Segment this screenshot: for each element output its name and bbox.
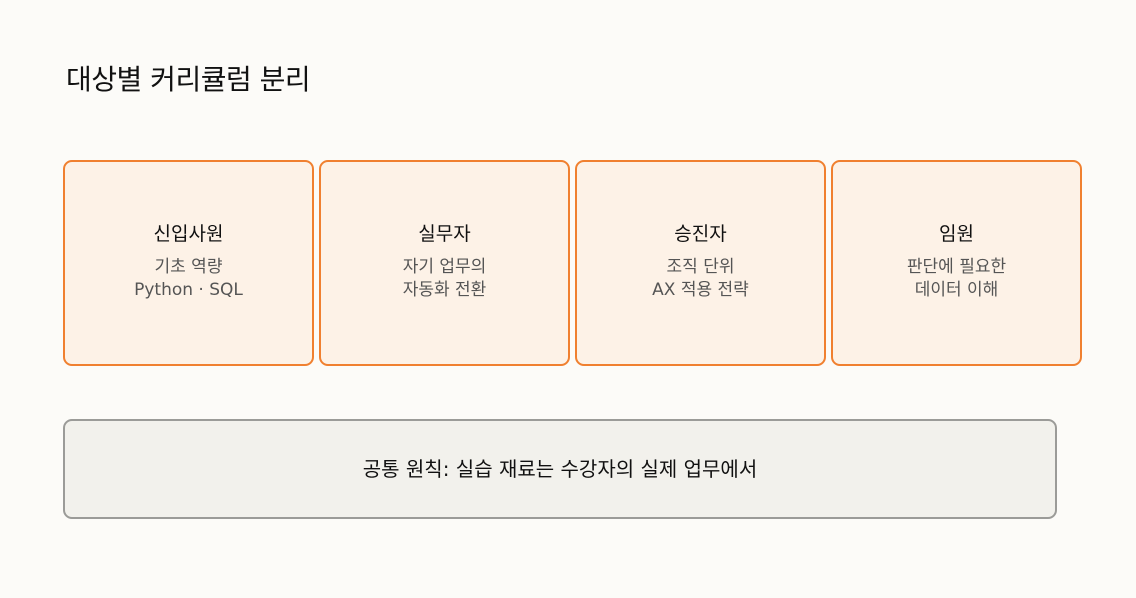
- common-principle-text: 공통 원칙: 실습 재료는 수강자의 실제 업무에서: [362, 457, 758, 481]
- card-new-employee: 신입사원 기초 역량 Python · SQL: [63, 160, 314, 366]
- card-description-line: 데이터 이해: [914, 280, 999, 300]
- card-description-line: AX 적용 전략: [652, 280, 749, 300]
- card-description: 기초 역량 Python · SQL: [134, 256, 243, 302]
- card-description: 조직 단위 AX 적용 전략: [652, 256, 749, 302]
- card-description-line: 기초 역량: [154, 257, 223, 277]
- card-description-line: 판단에 필요한: [906, 257, 1007, 277]
- card-title: 임원: [939, 223, 974, 245]
- card-title: 실무자: [418, 223, 471, 245]
- card-executive: 임원 판단에 필요한 데이터 이해: [831, 160, 1082, 366]
- card-description-line: Python · SQL: [134, 280, 243, 300]
- card-title: 승진자: [674, 223, 727, 245]
- page-title: 대상별 커리큘럼 분리: [66, 63, 311, 96]
- card-description: 판단에 필요한 데이터 이해: [907, 256, 1006, 302]
- common-principle-box: 공통 원칙: 실습 재료는 수강자의 실제 업무에서: [63, 419, 1057, 519]
- card-promoted: 승진자 조직 단위 AX 적용 전략: [575, 160, 826, 366]
- card-description: 자기 업무의 자동화 전환: [403, 256, 487, 302]
- card-practitioner: 실무자 자기 업무의 자동화 전환: [319, 160, 570, 366]
- card-title: 신입사원: [153, 223, 224, 245]
- card-description-line: 조직 단위: [666, 257, 735, 277]
- card-description-line: 자동화 전환: [402, 280, 487, 300]
- card-description-line: 자기 업무의: [402, 257, 487, 277]
